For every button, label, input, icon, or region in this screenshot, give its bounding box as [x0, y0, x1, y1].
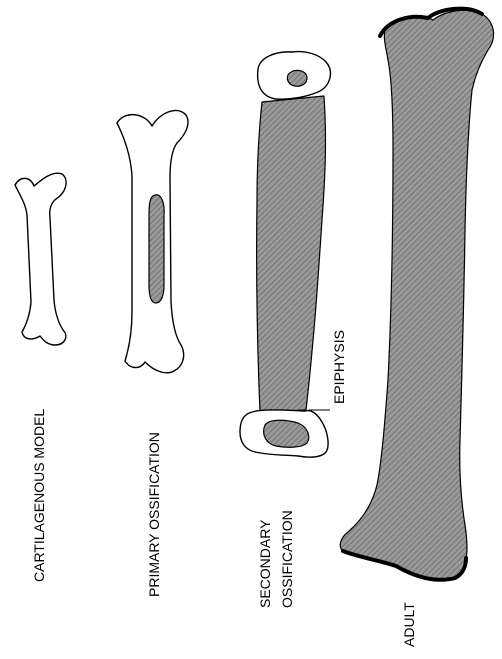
label-secondary-ossification-line2: OSSIFICATION	[279, 510, 295, 608]
primary-ossification-center	[149, 195, 164, 303]
ossified-diaphysis	[257, 96, 326, 412]
label-adult: ADULT	[401, 602, 417, 647]
label-secondary-ossification-line1: SECONDARY	[257, 519, 273, 608]
label-primary-ossification: PRIMARY OSSIFICATION	[146, 432, 162, 597]
label-epiphysis: EPIPHYSIS	[331, 330, 347, 404]
upper-secondary-ossification-center	[287, 70, 307, 86]
cartilagenous-model-bone	[15, 173, 66, 345]
secondary-ossification-bone	[240, 52, 330, 458]
primary-ossification-bone	[117, 111, 188, 373]
label-cartilagenous-model: CARTILAGENOUS MODEL	[31, 409, 47, 582]
adult-bone	[340, 9, 493, 581]
